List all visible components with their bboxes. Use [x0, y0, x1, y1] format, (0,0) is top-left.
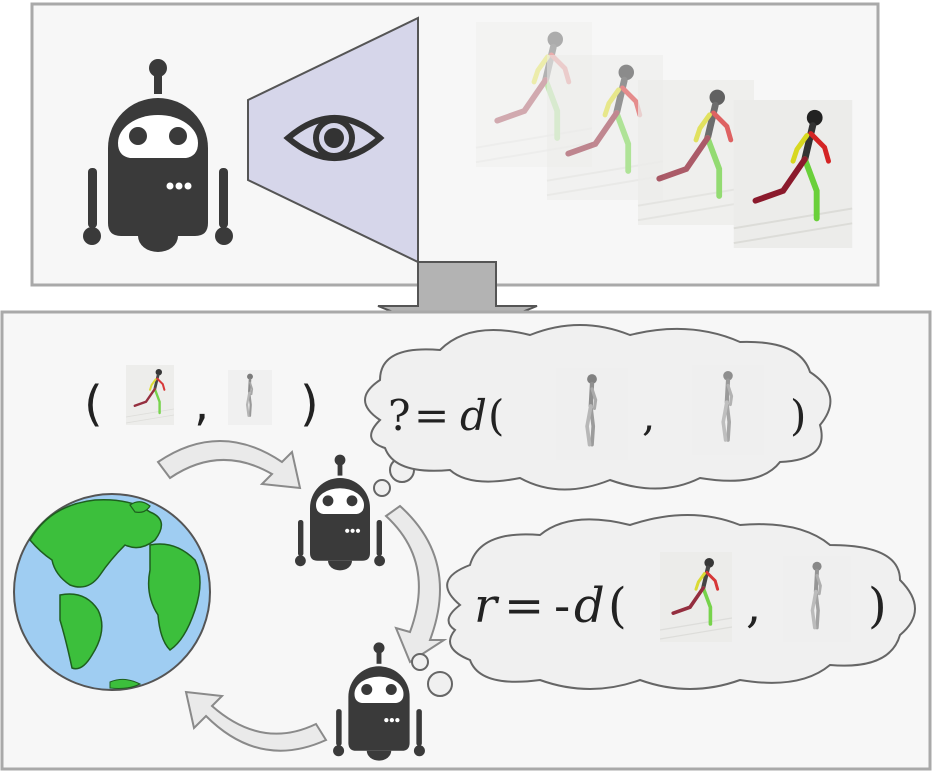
reward-neg: -: [554, 578, 570, 634]
reward-fn: d: [574, 578, 605, 634]
eye-icon: [283, 115, 385, 161]
trajectory-thumb: [228, 370, 272, 425]
query-close: ): [790, 391, 806, 440]
query-eq: =: [414, 391, 449, 440]
query-lhs: ?: [388, 391, 411, 440]
trajectory-thumb: [126, 365, 174, 425]
demo-frame: [734, 100, 852, 248]
reward-lhs: r: [474, 578, 500, 634]
thought-cloud-query: ? = d ( , ): [364, 324, 832, 497]
pair-open: (: [84, 376, 103, 432]
globe-icon: [13, 493, 211, 691]
pair-close: ): [300, 376, 319, 432]
reward-close: ): [868, 578, 887, 634]
query-thumb: [555, 368, 629, 460]
reward-comma: ,: [746, 578, 761, 634]
reward-thumb: [783, 556, 852, 642]
pair-comma: ,: [194, 376, 209, 432]
query-open: (: [488, 391, 504, 440]
query-fn: d: [460, 391, 487, 440]
reward-thumb: [660, 552, 732, 642]
learning-panel: ( , ) ? =: [0, 310, 932, 771]
reward-open: (: [608, 578, 627, 634]
vision-cone: [247, 16, 419, 264]
observation-panel: [30, 2, 880, 287]
trajectory-pair: ( , ): [84, 365, 319, 432]
cycle-arrows: [156, 440, 448, 752]
reward-eq: =: [504, 578, 544, 634]
query-comma: ,: [642, 391, 655, 440]
thought-cloud-reward: r = - d ( , ): [411, 514, 916, 697]
query-thumb: [692, 365, 764, 455]
